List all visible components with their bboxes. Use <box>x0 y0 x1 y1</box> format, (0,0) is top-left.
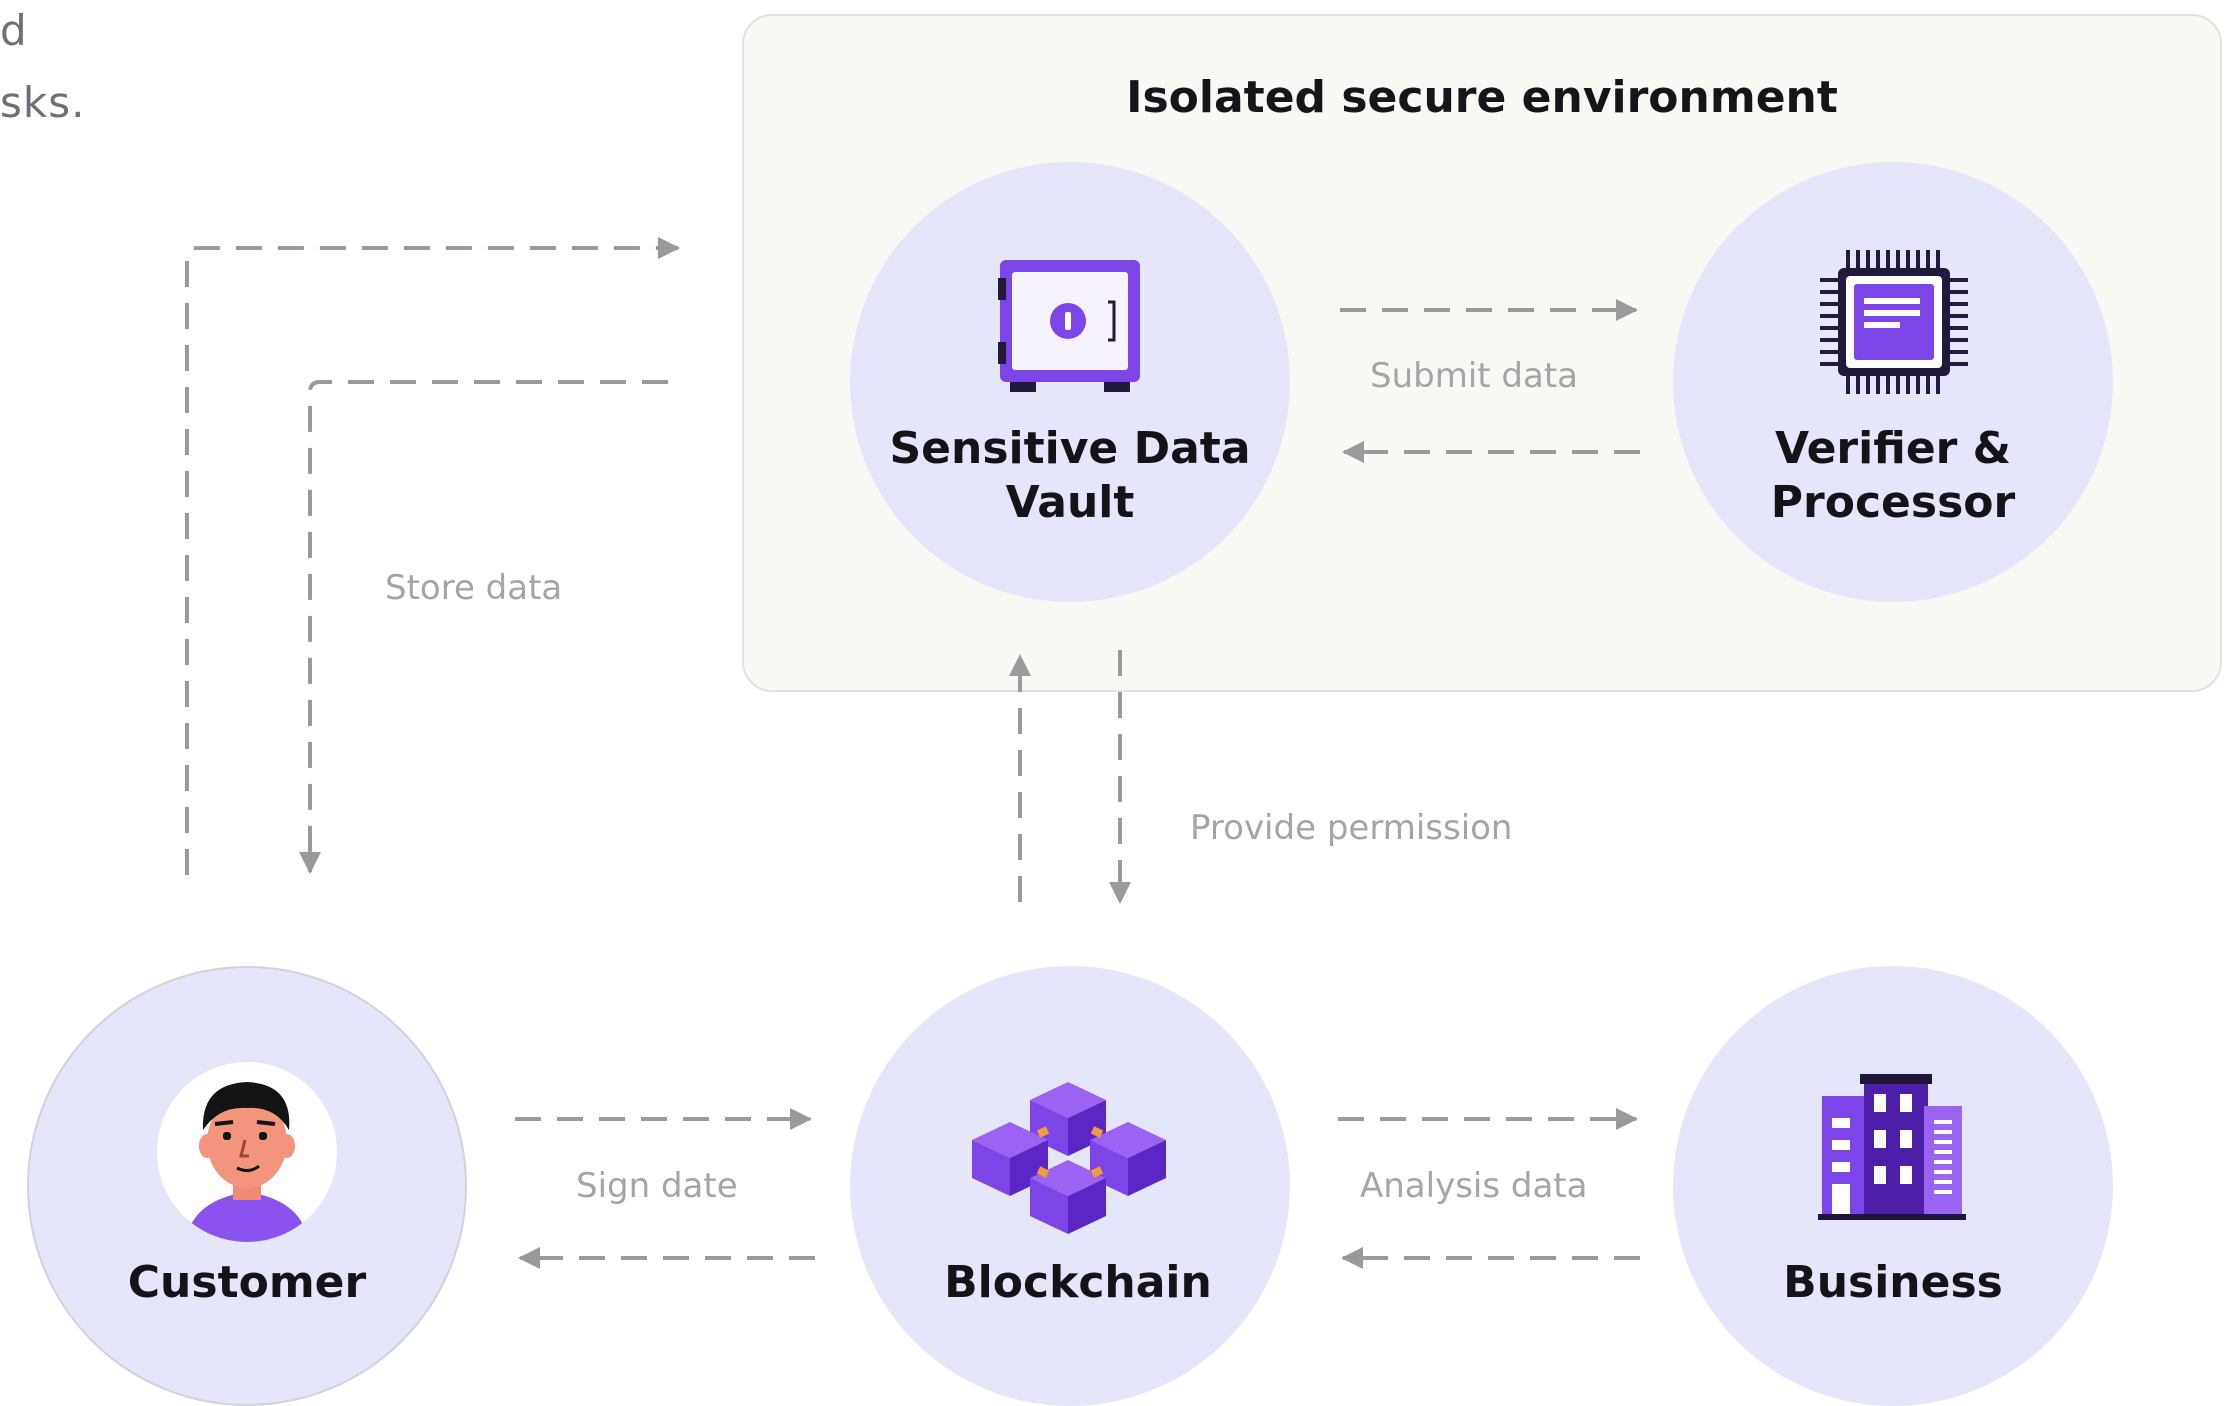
cropped-text-fragment: d <box>0 6 28 55</box>
office-building-icon <box>1818 1074 1966 1220</box>
business-label: Business <box>1783 1257 2003 1308</box>
analysis-data-label: Analysis data <box>1360 1166 1588 1206</box>
safe-icon <box>998 260 1140 392</box>
blockchain-cubes-icon <box>972 1082 1166 1234</box>
cropped-text-fragment: sks. <box>0 78 86 127</box>
store-data-return-arrow <box>299 380 668 874</box>
provide-permission-label: Provide permission <box>1190 808 1513 848</box>
submit-data-label: Submit data <box>1370 356 1579 396</box>
customer-label: Customer <box>127 1257 367 1308</box>
person-avatar-icon <box>157 1062 337 1242</box>
blockchain-label: Blockchain <box>944 1257 1212 1308</box>
sign-date-label: Sign date <box>576 1166 738 1206</box>
store-data-outgoing-arrow <box>185 237 680 875</box>
secure-environment-title: Isolated secure environment <box>1126 72 1838 123</box>
store-data-label: Store data <box>385 568 563 608</box>
cpu-chip-icon <box>1820 250 1968 394</box>
vault-label: Sensitive Data Vault <box>889 423 1251 528</box>
processor-label: Verifier & Processor <box>1770 423 2016 528</box>
processor-node <box>1673 162 2113 602</box>
